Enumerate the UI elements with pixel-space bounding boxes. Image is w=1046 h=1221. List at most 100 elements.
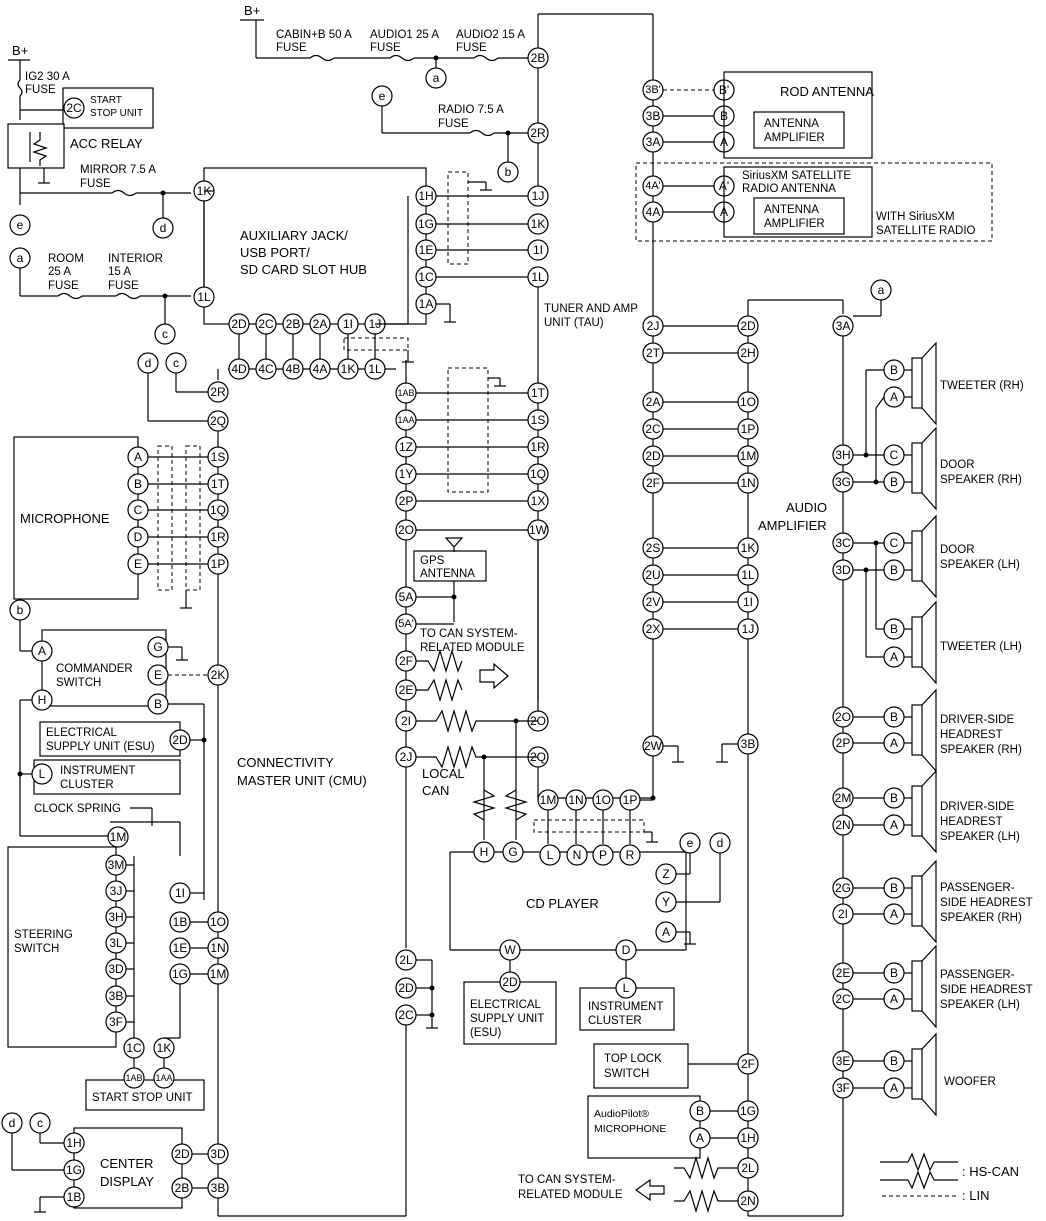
local-can-label-2: CAN [422,783,449,798]
cmu-label-1: CONNECTIVITY [237,755,334,770]
conn-b-2: b [17,603,24,617]
svg-text:A: A [134,450,142,464]
dsh-lh-label-1: DRIVER-SIDE [940,801,1014,813]
svg-text:1I: 1I [175,886,185,900]
acc-relay-label: ACC RELAY [70,136,143,151]
svg-text:1A: 1A [419,297,434,311]
svg-text:3D: 3D [210,1147,226,1161]
room-label-2: 25 A [48,266,71,278]
tau-label-1: TUNER AND AMP [544,303,638,315]
svg-text:3J: 3J [110,884,123,898]
center-label-2: DISPLAY [100,1174,154,1189]
svg-text:2C: 2C [645,422,661,436]
cd-player-label: CD PLAYER [526,896,599,911]
to-can-label-2: RELATED MODULE [420,642,525,654]
svg-text:4A': 4A' [645,180,661,192]
svg-text:1AB: 1AB [397,388,414,398]
svg-text:2C: 2C [398,1008,414,1022]
svg-text:2V: 2V [646,595,661,609]
svg-text:1K: 1K [531,217,546,231]
svg-text:4A: 4A [313,362,328,376]
svg-text:1K: 1K [741,541,756,555]
aux-label-1: AUXILIARY JACK/ [240,228,348,243]
svg-text:B: B [890,881,898,895]
door-rh-label-2: SPEAKER (RH) [940,474,1022,486]
svg-text:A: A [890,736,898,750]
svg-text:1N: 1N [210,941,225,955]
esu-b-label-3: (ESU) [470,1027,501,1039]
svg-text:1P: 1P [211,557,226,571]
svg-text:1Z: 1Z [399,440,413,454]
svg-text:1O: 1O [210,915,226,929]
tau-lines: 1AB 1AA 1Z 1Y 2P 2O 1T 1S 1R 1Q 1X 1W [395,367,549,541]
psh-rh-label-2: SIDE HEADREST [940,897,1033,909]
svg-text:1G: 1G [66,1163,82,1177]
svg-text:1I: 1I [533,243,543,257]
svg-text:R: R [626,848,635,862]
audio1-fuse-label: AUDIO1 25 A [370,29,439,41]
svg-text:B: B [890,363,898,377]
conn-e-3: e [687,836,694,850]
conn-a-2: a [433,71,440,85]
svg-text:2A: 2A [313,317,328,331]
svg-text:3A: 3A [646,135,661,149]
svg-text:1B: 1B [67,1190,82,1204]
svg-text:B: B [890,966,898,980]
svg-text:2D: 2D [172,733,188,747]
with-sirius-label-1: WITH SiriusXM [876,211,955,223]
svg-text:1AA: 1AA [155,1073,172,1083]
ic-b-label-1: INSTRUMENT [588,1001,663,1013]
svg-text:4B: 4B [286,362,301,376]
svg-text:5A': 5A' [398,618,414,630]
sirius-amp-label-1: ANTENNA [764,204,819,216]
aux-jack-hub: AUXILIARY JACK/ USB PORT/ SD CARD SLOT H… [193,167,456,363]
steering-label-2: SWITCH [14,943,59,955]
sirius-label-2: RADIO ANTENNA [742,183,836,195]
conn-d-3: d [9,1116,16,1130]
svg-text:2S: 2S [646,541,661,555]
svg-text:1M: 1M [740,449,757,463]
gps-label-2: ANTENNA [420,568,475,580]
svg-text:2D: 2D [231,317,247,331]
cabin-fuse-label: CABIN+B 50 A [276,29,352,41]
svg-text:A: A [890,992,898,1006]
svg-text:1P: 1P [741,422,756,436]
svg-text:3F: 3F [836,1081,850,1095]
door-lh-label-1: DOOR [940,544,975,556]
svg-text:1I: 1I [743,595,753,609]
svg-text:1S: 1S [211,450,226,464]
svg-text:3D: 3D [835,563,851,577]
svg-text:A: A [890,907,898,921]
svg-text:H: H [38,693,47,707]
conn-e-2: e [379,89,386,103]
cmu-ground-pins: 2L 2D 2C [395,949,438,1029]
door-rh-label-1: DOOR [940,459,975,471]
power-feed-left: B+ IG2 30 A FUSE 2C START STOP UNIT ACC … [7,43,191,345]
svg-text:3B': 3B' [645,84,661,96]
audio-amp-label-1: AUDIO [786,500,827,515]
cmu-label-2: MASTER UNIT (CMU) [237,773,367,788]
to-can-b-label-2: RELATED MODULE [518,1189,623,1201]
legend: : HS-CAN : LIN [880,1152,1019,1203]
svg-text:1K: 1K [341,362,356,376]
svg-text:2D: 2D [740,319,756,333]
svg-text:L: L [623,981,630,995]
svg-text:2N: 2N [740,1194,755,1208]
bplus-label-top: B+ [244,3,260,18]
svg-text:3F: 3F [109,1015,123,1029]
conn-d-4: d [717,836,724,850]
svg-text:2B: 2B [286,317,301,331]
svg-text:2L: 2L [741,1161,755,1175]
esu-label-2: SUPPLY UNIT (ESU) [46,741,155,753]
svg-text:1K: 1K [157,1041,172,1055]
radio-fuse-label-2: FUSE [438,118,469,130]
svg-text:1N: 1N [740,476,755,490]
conn-c-1: c [162,327,168,341]
svg-text:2X: 2X [646,622,661,636]
svg-text:P: P [599,848,607,862]
svg-text:2F: 2F [399,654,413,668]
sirius-label-1: SiriusXM SATELLITE [742,170,851,182]
door-lh-label-2: SPEAKER (LH) [940,559,1020,571]
svg-text:2E: 2E [399,683,414,697]
